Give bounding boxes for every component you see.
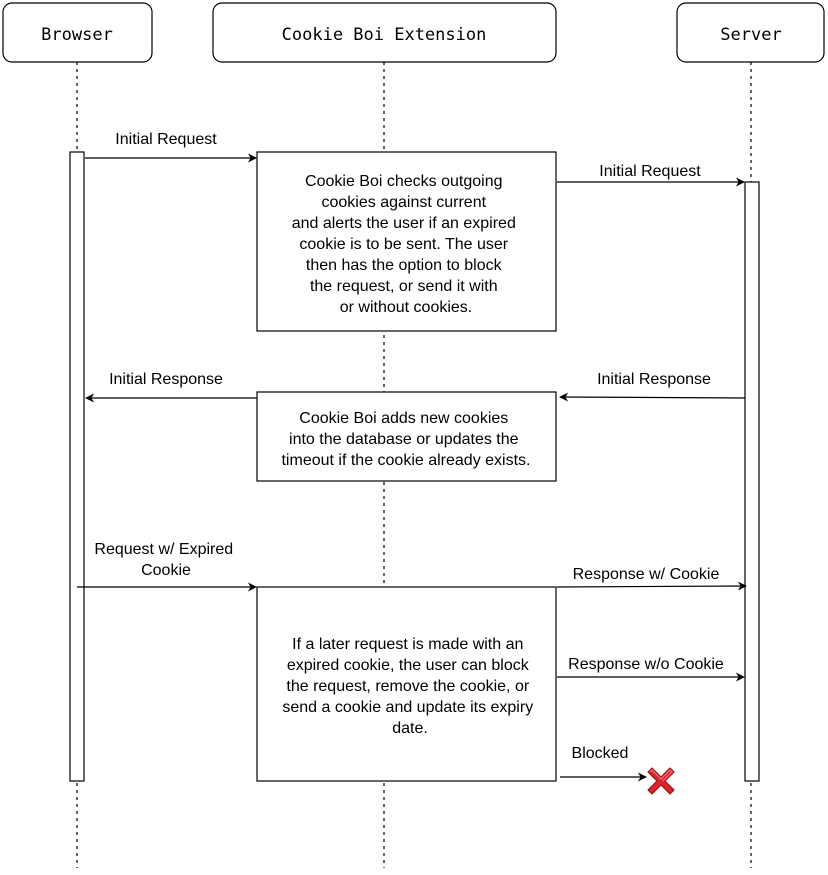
participant-browser-label: Browser	[41, 25, 113, 45]
participant-extension: Cookie Boi Extension	[212, 2, 557, 63]
msg-blocked-label: Blocked	[572, 745, 629, 762]
participant-server: Server	[676, 2, 825, 63]
server-activation	[744, 181, 760, 782]
participant-browser: Browser	[2, 2, 153, 63]
msg-initial-request-label-2: Initial Request	[599, 163, 701, 180]
msg-initial-response-label-2: Initial Response	[597, 371, 711, 388]
msg-request-expired-label: Request w/ Expired Cookie	[94, 541, 237, 579]
note-add-cookies: Cookie Boi adds new cookies into the dat…	[256, 391, 557, 482]
msg-initial-request-label-1: Initial Request	[115, 131, 217, 148]
browser-activation	[69, 151, 85, 782]
msg-initial-response-arrow-2	[559, 392, 746, 402]
note-check-outgoing-text: Cookie Boi checks outgoing cookies again…	[292, 173, 521, 316]
red-x-icon	[647, 767, 675, 795]
msg-response-with-cookie-arrow	[556, 581, 747, 591]
note-later-request-text: If a later request is made with an expir…	[282, 636, 537, 737]
participant-server-label: Server	[720, 25, 781, 45]
note-add-cookies-text: Cookie Boi adds new cookies into the dat…	[281, 410, 530, 469]
participant-extension-label: Cookie Boi Extension	[282, 25, 487, 45]
msg-response-without-cookie-label: Response w/o Cookie	[568, 656, 724, 673]
note-check-outgoing: Cookie Boi checks outgoing cookies again…	[256, 151, 557, 332]
msg-response-with-cookie-label: Response w/ Cookie	[573, 566, 720, 583]
note-later-request: If a later request is made with an expir…	[256, 586, 557, 782]
msg-initial-response-label-1: Initial Response	[109, 371, 223, 388]
